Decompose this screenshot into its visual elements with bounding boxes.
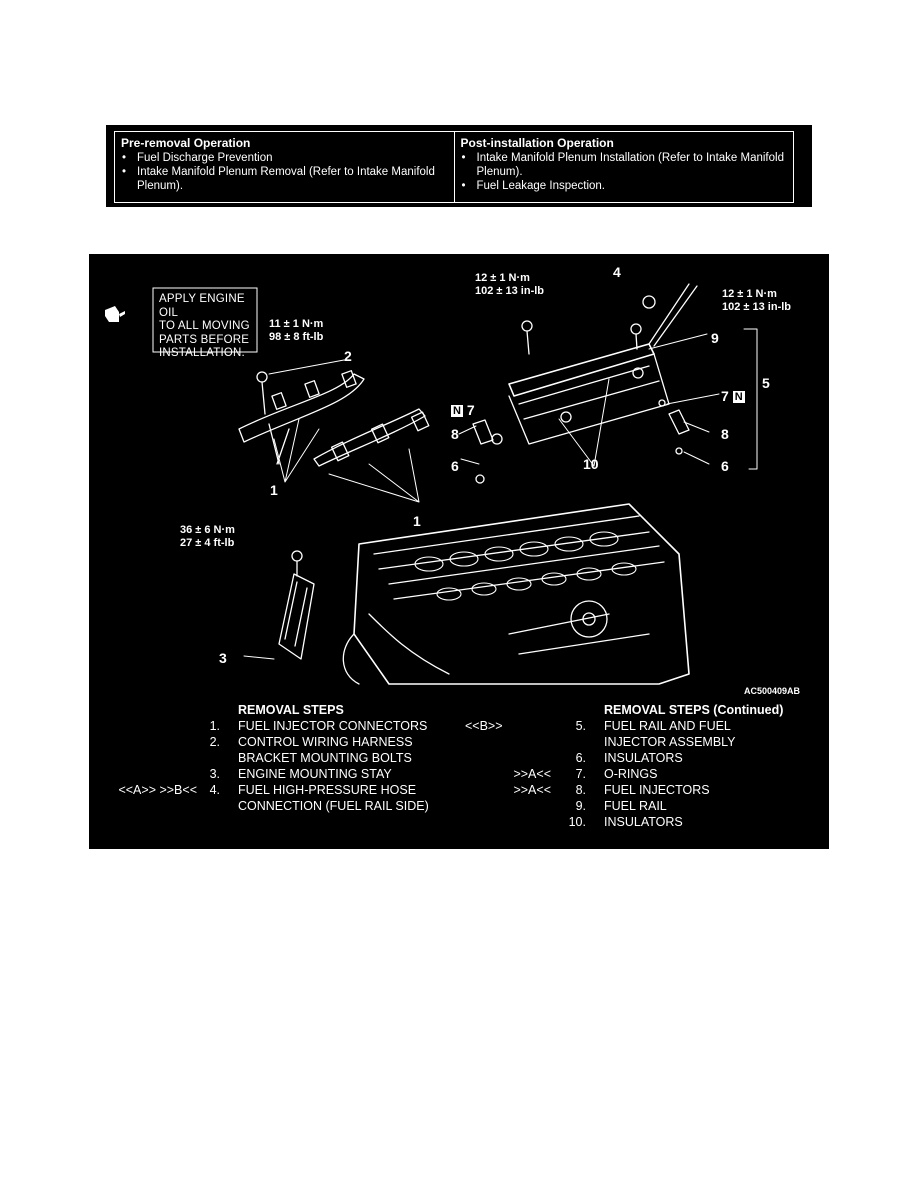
step-text: INSULATORS: [604, 815, 683, 829]
removal-steps-heading: REMOVAL STEPS: [238, 703, 344, 717]
step-number: 1.: [209, 719, 220, 733]
callout-number: 7: [466, 402, 475, 418]
oil-note-line: TO ALL MOVING: [159, 320, 250, 332]
step-text: CONNECTION (FUEL RAIL SIDE): [238, 799, 429, 813]
torque-value-imperial: 102 ± 13 in-lb: [475, 285, 545, 297]
torque-value-nm: 12 ± 1 N·m: [722, 288, 777, 300]
callout-4: 4: [613, 264, 621, 280]
step-row: >>A<< 8. FUEL INJECTORS: [449, 782, 829, 798]
oil-note-line: APPLY ENGINE OIL: [159, 293, 245, 319]
callout-1: 1: [413, 513, 421, 529]
pre-removal-item: Intake Manifold Plenum Removal (Refer to…: [122, 165, 446, 193]
new-part-mark: N: [732, 391, 745, 403]
step-service-mark: >>A<<: [513, 783, 551, 797]
callout-1: 1: [270, 482, 278, 498]
callout-6: 6: [721, 458, 729, 474]
step-text: FUEL INJECTORS: [604, 783, 710, 797]
torque-value-imperial: 102 ± 13 in-lb: [722, 301, 792, 313]
callout-6: 6: [451, 458, 459, 474]
post-installation-column: Post-installation Operation Intake Manif…: [453, 132, 794, 202]
figure-code: AC500409AB: [744, 686, 801, 696]
callout-2: 2: [344, 348, 352, 364]
step-number: 10.: [568, 815, 586, 829]
torque-value-nm: 11 ± 1 N·m: [269, 318, 324, 330]
step-number: 3.: [209, 767, 220, 781]
torque-label-3: 36 ± 6 N·m 27 ± 4 ft-lb: [180, 524, 235, 550]
engine-illustration: [105, 283, 758, 685]
new-part-mark: N: [451, 405, 463, 417]
step-row-continued: BRACKET MOUNTING BOLTS: [89, 750, 469, 766]
oil-can-icon: [105, 306, 125, 322]
step-row: 2. CONTROL WIRING HARNESS: [89, 734, 469, 750]
oil-note-box: APPLY ENGINE OIL TO ALL MOVING PARTS BEF…: [123, 286, 261, 359]
step-row: 9. FUEL RAIL: [449, 798, 829, 814]
step-service-mark: <<A>> >>B<<: [118, 783, 197, 797]
pre-removal-column: Pre-removal Operation Fuel Discharge Pre…: [115, 132, 454, 202]
step-text: FUEL RAIL: [604, 799, 667, 813]
step-number: 5.: [575, 719, 586, 733]
oil-note-frame: [152, 287, 258, 353]
step-row: >>A<< 7. O-RINGS: [449, 766, 829, 782]
torque-label-2: 11 ± 1 N·m 98 ± 8 ft-lb: [269, 318, 323, 344]
callout-8: 8: [451, 426, 459, 442]
step-text: INSULATORS: [604, 751, 683, 765]
step-text: ENGINE MOUNTING STAY: [238, 767, 392, 781]
step-text: CONTROL WIRING HARNESS: [238, 735, 413, 749]
torque-value-imperial: 98 ± 8 ft-lb: [269, 331, 324, 343]
step-number: 6.: [575, 751, 586, 765]
torque-value-nm: 36 ± 6 N·m: [180, 524, 235, 536]
step-text: INJECTOR ASSEMBLY: [604, 735, 736, 749]
callout-10: 10: [583, 456, 599, 472]
step-number: 4.: [209, 783, 220, 797]
step-service-mark: <<B>>: [465, 719, 503, 733]
pre-removal-list: Fuel Discharge Prevention Intake Manifol…: [121, 151, 446, 193]
step-text: FUEL HIGH-PRESSURE HOSE: [238, 783, 417, 797]
step-row: <<B>> 5. FUEL RAIL AND FUEL: [449, 718, 829, 734]
post-installation-item: Fuel Leakage Inspection.: [462, 179, 786, 193]
torque-value-nm: 12 ± 1 N·m: [475, 272, 530, 284]
post-installation-item: Intake Manifold Plenum Installation (Ref…: [462, 151, 786, 179]
callout-number: 7: [721, 388, 729, 404]
step-row-continued: CONNECTION (FUEL RAIL SIDE): [89, 798, 469, 814]
step-row: <<A>> >>B<< 4. FUEL HIGH-PRESSURE HOSE: [89, 782, 469, 798]
pre-removal-heading: Pre-removal Operation: [121, 136, 251, 150]
callout-9: 9: [711, 330, 719, 346]
step-text: FUEL RAIL AND FUEL: [604, 719, 731, 733]
steps-heading-row: REMOVAL STEPS (Continued): [449, 702, 829, 718]
removal-steps-continued-heading: REMOVAL STEPS (Continued): [604, 703, 784, 717]
post-installation-heading: Post-installation Operation: [460, 136, 614, 150]
step-text: FUEL INJECTOR CONNECTORS: [238, 719, 428, 733]
removal-steps-left: REMOVAL STEPS 1. FUEL INJECTOR CONNECTOR…: [89, 702, 469, 814]
step-number: 8.: [575, 783, 586, 797]
pre-removal-item: Fuel Discharge Prevention: [122, 151, 446, 165]
callout-7-left: N 7: [451, 402, 475, 418]
step-number: 2.: [209, 735, 220, 749]
torque-label-9a: 12 ± 1 N·m 102 ± 13 in-lb: [475, 272, 544, 298]
removal-steps-right: REMOVAL STEPS (Continued) <<B>> 5. FUEL …: [449, 702, 829, 830]
torque-label-9b: 12 ± 1 N·m 102 ± 13 in-lb: [722, 288, 791, 314]
callout-3: 3: [219, 650, 227, 666]
step-row: 1. FUEL INJECTOR CONNECTORS: [89, 718, 469, 734]
operation-table: Pre-removal Operation Fuel Discharge Pre…: [106, 125, 812, 207]
step-text: BRACKET MOUNTING BOLTS: [238, 751, 412, 765]
torque-value-imperial: 27 ± 4 ft-lb: [180, 537, 235, 549]
step-text: O-RINGS: [604, 767, 658, 781]
callout-5: 5: [762, 375, 770, 391]
step-row-continued: INJECTOR ASSEMBLY: [449, 734, 829, 750]
operation-table-inner: Pre-removal Operation Fuel Discharge Pre…: [114, 131, 794, 203]
oil-note-text: APPLY ENGINE OIL TO ALL MOVING PARTS BEF…: [159, 293, 261, 361]
callout-8: 8: [721, 426, 729, 442]
fuel-injector-diagram: APPLY ENGINE OIL TO ALL MOVING PARTS BEF…: [89, 254, 829, 849]
post-installation-list: Intake Manifold Plenum Installation (Ref…: [461, 151, 786, 193]
step-row: 3. ENGINE MOUNTING STAY: [89, 766, 469, 782]
step-service-mark: >>A<<: [513, 767, 551, 781]
callout-7-right: 7 N: [721, 388, 745, 404]
step-number: 7.: [575, 767, 586, 781]
steps-heading-row: REMOVAL STEPS: [89, 702, 469, 718]
step-row: 10. INSULATORS: [449, 814, 829, 830]
step-number: 9.: [575, 799, 586, 813]
oil-note-line: INSTALLATION.: [159, 347, 245, 359]
oil-note-line: PARTS BEFORE: [159, 333, 250, 346]
step-row: 6. INSULATORS: [449, 750, 829, 766]
